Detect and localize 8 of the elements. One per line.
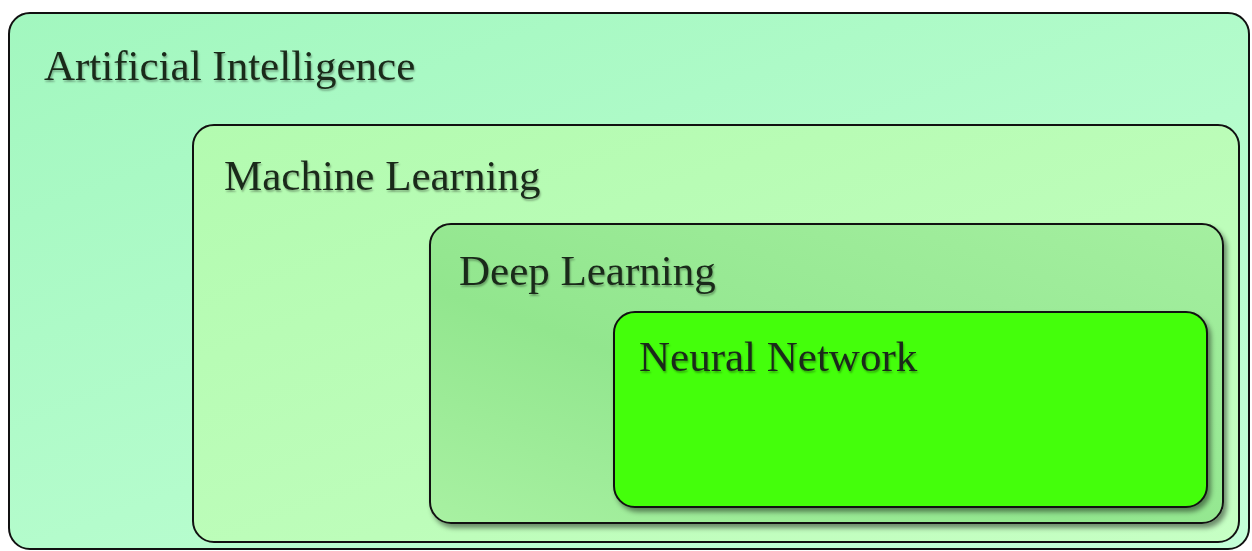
- nested-box: [192, 124, 1240, 543]
- nested-box: [8, 12, 1250, 550]
- box-title: Deep Learning: [459, 249, 716, 292]
- nested-box: [429, 223, 1224, 524]
- box-title: Machine Learning: [224, 154, 541, 197]
- box-title: Neural Network: [639, 335, 918, 378]
- box-title: Artificial Intelligence: [44, 44, 416, 87]
- nested-box: [613, 311, 1208, 508]
